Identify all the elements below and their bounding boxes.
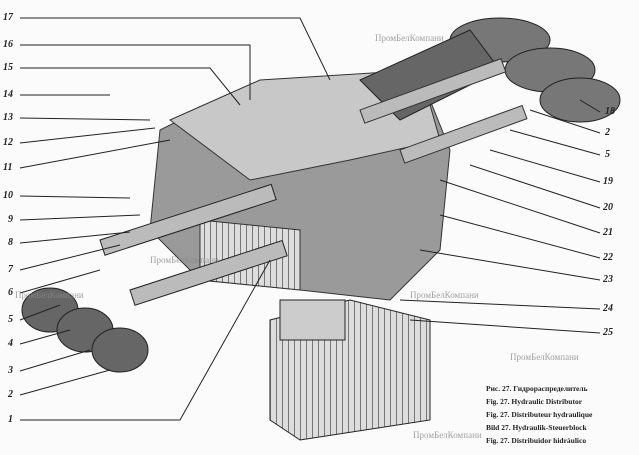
- callout-12: 12: [3, 137, 13, 148]
- callout-5: 5: [8, 314, 13, 325]
- watermark: ПромБелКомпани: [150, 255, 219, 265]
- callout-13: 13: [3, 112, 13, 123]
- callout-8: 8: [8, 237, 13, 248]
- caption-ru: Рис. 27. Гидрораспределитель: [486, 384, 588, 393]
- caption-fr: Fig. 27. Distributeur hydraulique: [486, 410, 593, 419]
- watermark: ПромБелКомпани: [413, 430, 482, 440]
- callout-10: 10: [3, 190, 13, 201]
- callout-15: 15: [3, 62, 13, 73]
- callout-17: 17: [3, 12, 13, 23]
- callout-23: 23: [603, 274, 613, 285]
- callout-20: 20: [603, 202, 613, 213]
- watermark: ПромБелКомпани: [410, 290, 479, 300]
- bottom-left-cylinders: [21, 183, 288, 373]
- callout-2: 2: [8, 389, 13, 400]
- callout-24: 24: [603, 303, 613, 314]
- callout-5-right: 5: [605, 149, 610, 160]
- watermark: ПромБелКомпани: [15, 290, 84, 300]
- callout-11: 11: [3, 162, 13, 173]
- callout-22: 22: [603, 252, 613, 263]
- figure-caption: Рис. 27. Гидрораспределитель Fig. 27. Hy…: [486, 382, 592, 447]
- callout-7: 7: [8, 264, 13, 275]
- callout-1: 1: [8, 414, 13, 425]
- callout-25: 25: [603, 327, 613, 338]
- callout-14: 14: [3, 89, 13, 100]
- caption-es: Fig. 27. Distribuidor hidráulico: [486, 436, 587, 445]
- leader-lines: [19, 17, 601, 421]
- callout-18: 18: [605, 106, 615, 117]
- callout-16: 16: [3, 39, 13, 50]
- watermark: ПромБелКомпани: [375, 33, 444, 43]
- callout-21: 21: [603, 227, 613, 238]
- bottom-block: [269, 299, 431, 441]
- springs-right: [359, 58, 528, 164]
- callout-6: 6: [8, 287, 13, 298]
- watermark: ПромБелКомпани: [510, 352, 579, 362]
- callout-19: 19: [603, 176, 613, 187]
- callout-4: 4: [8, 338, 13, 349]
- caption-de: Bild 27. Hydraulik-Steuerblock: [486, 423, 587, 432]
- caption-en: Fig. 27. Hydraulic Distributor: [486, 397, 583, 406]
- callout-9: 9: [8, 214, 13, 225]
- callout-2-right: 2: [605, 127, 610, 138]
- callout-3: 3: [8, 365, 13, 376]
